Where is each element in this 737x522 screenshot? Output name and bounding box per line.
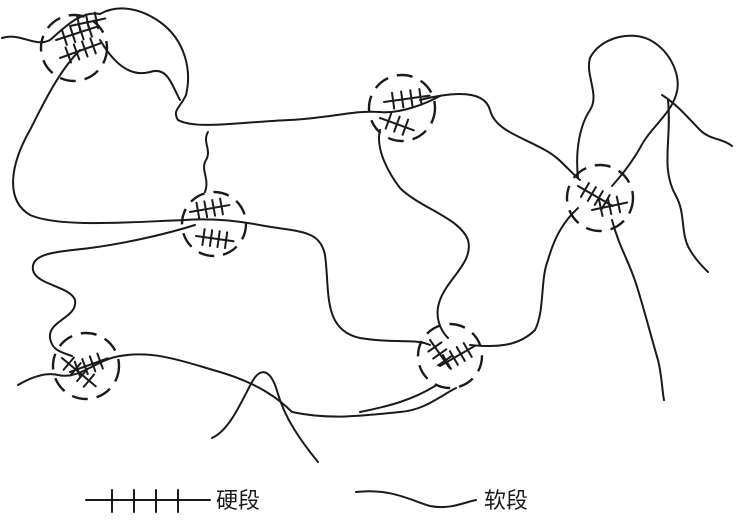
- hard-domain-3: [182, 192, 246, 256]
- legend-soft-symbol: [356, 491, 476, 507]
- hard-segment-8: [578, 183, 613, 209]
- soft-chain-far-right-upper: [662, 95, 732, 146]
- soft-chain-top-left-inner: [100, 40, 180, 100]
- soft-chain-left-middle: [204, 132, 208, 192]
- legend-hard-symbol: [86, 490, 210, 512]
- soft-chain-right-bottom: [612, 220, 664, 400]
- hard-segments: [56, 13, 627, 387]
- soft-chain-center: [379, 130, 469, 338]
- soft-chain-left-lower: [33, 225, 195, 356]
- soft-chain-top-left: [2, 8, 440, 124]
- soft-chain-right-middle: [470, 208, 578, 346]
- legend-soft-label: 软段: [484, 489, 528, 514]
- soft-chain-far-right-down: [667, 100, 708, 272]
- hard-domains: [41, 15, 633, 399]
- soft-segment-chains: [2, 8, 732, 462]
- legend-hard-label: 硬段: [216, 489, 260, 514]
- soft-chain-bottom-hill: [212, 372, 318, 462]
- legend: 硬段 软段: [86, 489, 528, 514]
- soft-chain-bottom-right: [360, 386, 435, 412]
- hard-domain-2: [369, 75, 435, 141]
- soft-chain-right-loop: [577, 36, 678, 186]
- soft-chain-center-right: [420, 94, 580, 180]
- hard-segment-5: [380, 114, 414, 135]
- hard-segment-7: [196, 229, 234, 248]
- hard-segment-13: [440, 343, 475, 369]
- hard-segment-6: [190, 199, 229, 219]
